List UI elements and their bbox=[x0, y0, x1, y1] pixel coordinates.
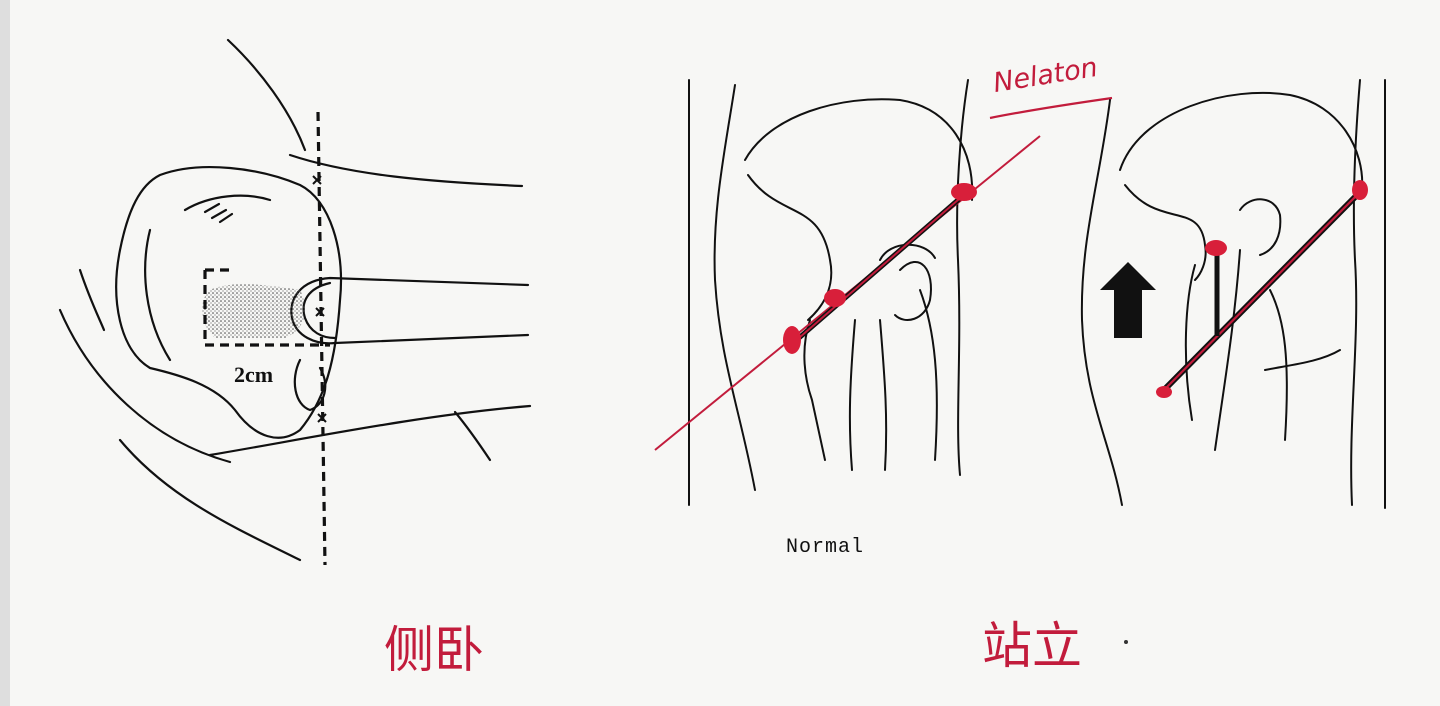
dashed-box bbox=[203, 270, 330, 347]
up-arrow-icon bbox=[1100, 262, 1156, 338]
nelaton-line-standing bbox=[1156, 180, 1368, 398]
finger-nail bbox=[302, 281, 337, 340]
iliac-crest bbox=[744, 98, 974, 201]
iliac-inner-r bbox=[1124, 184, 1207, 281]
right-caption: 站立 bbox=[982, 617, 1082, 675]
asis-marker bbox=[951, 183, 977, 201]
waist-line bbox=[288, 153, 524, 188]
left-caption: 侧卧 bbox=[384, 621, 484, 679]
cross-markers bbox=[312, 175, 327, 423]
lateral-contour-left bbox=[713, 84, 756, 491]
femur-r-left bbox=[1184, 264, 1196, 421]
measure-label: 2cm bbox=[234, 362, 274, 387]
belly-line bbox=[118, 438, 302, 562]
trochanter-marker bbox=[824, 289, 846, 307]
trochanter-marker-r bbox=[1205, 240, 1227, 256]
iliac-crest-r bbox=[1119, 91, 1364, 191]
thigh-top bbox=[208, 404, 532, 457]
femur-shaft-left bbox=[848, 319, 856, 471]
lateral-contour-right bbox=[956, 79, 969, 476]
lateral-contour-r1 bbox=[1080, 99, 1123, 506]
leg-lower bbox=[78, 268, 106, 332]
trochanter-outline bbox=[293, 358, 327, 412]
knee-curve bbox=[453, 410, 492, 462]
femur-shaft-right bbox=[879, 319, 888, 471]
lower-trunk bbox=[58, 308, 232, 464]
buttock-outline bbox=[115, 166, 342, 439]
palpating-finger bbox=[290, 276, 530, 345]
lateral-contour-r2 bbox=[1350, 79, 1361, 506]
femur-r-right bbox=[1214, 249, 1241, 451]
gluteal-hatch bbox=[203, 202, 234, 224]
femoral-head bbox=[894, 260, 932, 321]
ischial-marker-r bbox=[1156, 386, 1172, 398]
nelaton-underline bbox=[989, 96, 1113, 120]
femoral-head-r bbox=[1239, 198, 1282, 256]
measurement-guides bbox=[203, 111, 330, 566]
ink-dot bbox=[1124, 640, 1128, 644]
asis-marker-r bbox=[1352, 180, 1368, 200]
upper-body-contour bbox=[226, 38, 307, 152]
vertical-reference-line bbox=[316, 111, 327, 566]
ischial-marker bbox=[783, 326, 801, 354]
stippled-region bbox=[202, 284, 305, 338]
standing-pelvis-figure bbox=[1080, 79, 1386, 509]
gluteal-fold bbox=[183, 194, 272, 212]
obturator-r bbox=[1264, 349, 1341, 371]
femur-r-outer bbox=[1269, 289, 1288, 441]
normal-label: Normal bbox=[786, 536, 865, 559]
nelaton-line-normal bbox=[654, 135, 1041, 451]
lateral-lower bbox=[919, 289, 938, 461]
left-edge-strip bbox=[0, 0, 10, 706]
femoral-neck bbox=[803, 319, 826, 461]
iliac-inner bbox=[747, 174, 833, 321]
inner-curve bbox=[144, 228, 172, 362]
